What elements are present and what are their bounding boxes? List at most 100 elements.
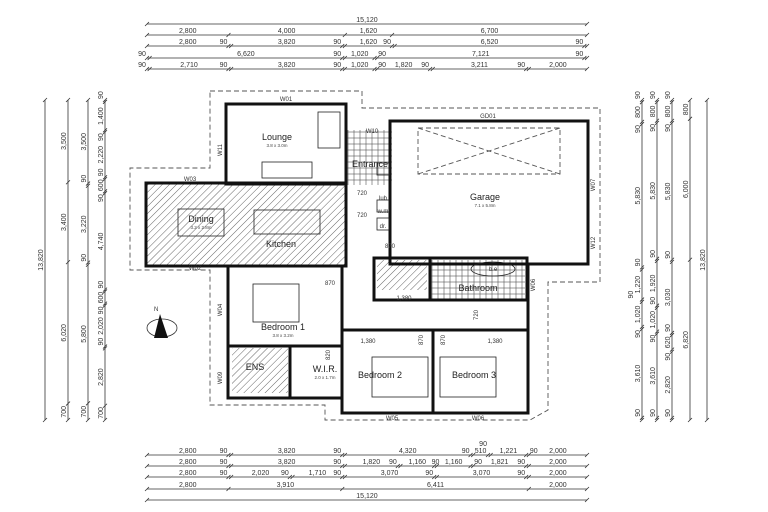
dimension-label: 5,830 xyxy=(665,183,672,201)
washing-machine-label: w.m xyxy=(377,209,389,215)
dimension-tick xyxy=(526,66,532,72)
dimension-tick xyxy=(144,497,150,503)
dimension-label: 90 xyxy=(635,125,642,133)
dimension-tick xyxy=(65,179,71,185)
dimension-tick xyxy=(144,452,150,458)
bed-icon xyxy=(439,356,497,398)
dimension-label: 5,830 xyxy=(635,187,642,205)
dimension-label: 3,070 xyxy=(381,470,399,477)
dimension-tick xyxy=(584,21,590,27)
dimension-label: 4,000 xyxy=(278,28,296,35)
dimension-tick xyxy=(226,66,231,72)
dimension-tick xyxy=(639,417,645,423)
north-compass-icon: N xyxy=(146,307,178,338)
dimension-tick xyxy=(669,347,675,352)
dimension-tick xyxy=(523,474,529,480)
dimension-tick xyxy=(669,417,675,423)
dimension-tick xyxy=(144,55,150,61)
dimension-tick xyxy=(582,55,587,61)
dimension-label: 2,800 xyxy=(179,482,197,489)
dimension-tick xyxy=(342,55,348,61)
dimension-label: 1,220 xyxy=(635,276,642,294)
dimension-label: 1,160 xyxy=(445,459,463,466)
dimension-tick xyxy=(584,66,590,72)
roof-outline xyxy=(129,90,601,421)
window-w06: W06 xyxy=(472,416,485,422)
dimension-tick xyxy=(639,267,645,272)
dimension-tick xyxy=(339,66,345,72)
window-w12: W12 xyxy=(591,236,597,249)
dimension-label: 3,070 xyxy=(473,470,491,477)
dimension-label: 90 xyxy=(389,459,397,466)
dimension-tick xyxy=(430,66,436,72)
dimension-tick xyxy=(102,176,108,182)
dimension-label: 620 xyxy=(665,336,672,348)
dimension-tick xyxy=(102,190,108,196)
dimension-label: 15,120 xyxy=(356,17,378,24)
room-lounge: Lounge xyxy=(262,132,292,142)
dimension-tick xyxy=(431,474,437,480)
dimension-label: 90 xyxy=(220,62,228,69)
window-w06-side: W06 xyxy=(531,278,537,291)
fixture-icon xyxy=(376,162,390,176)
dimension-label: 6,820 xyxy=(683,331,690,349)
dimension-label: 90 xyxy=(333,459,341,466)
dimension-tick xyxy=(389,32,395,38)
bed-icon xyxy=(371,356,429,398)
dimension-label: 90 xyxy=(462,448,470,455)
dimension-tick xyxy=(434,474,440,480)
room-entrance: Entrance xyxy=(352,159,388,169)
dimension-tick xyxy=(228,43,234,49)
dimension-label: 13,820 xyxy=(38,249,45,271)
dimension-label: 90 xyxy=(665,251,672,259)
dimension-tick xyxy=(526,474,532,480)
dimension-label: 90 xyxy=(98,133,105,141)
dimension-tick xyxy=(85,97,91,103)
dimension-tick xyxy=(639,119,645,125)
dimension-label: 90 xyxy=(665,353,672,361)
dimension-label: 1,020 xyxy=(351,62,369,69)
dimension-label: 90 xyxy=(517,62,525,69)
dimension-tick xyxy=(470,452,476,458)
room-labels: Lounge 3.8 x 3.0m Dining 3.2 x 2.8m Kitc… xyxy=(188,132,500,380)
dimension-label: 3,211 xyxy=(471,62,488,69)
dimension-label: 90 xyxy=(650,250,657,258)
dimension-label: 90 xyxy=(635,330,642,338)
dimension-tick xyxy=(42,417,48,423)
dimension-tick xyxy=(339,474,345,480)
north-label: N xyxy=(154,307,158,313)
window-w09: W09 xyxy=(218,371,224,384)
dimension-tick xyxy=(147,55,152,61)
dimension-tick xyxy=(687,417,693,423)
dimension-tick xyxy=(584,497,590,503)
dimension-tick xyxy=(526,463,532,469)
bed-icon xyxy=(252,283,300,323)
dimension-tick xyxy=(374,66,380,72)
dimension-tick xyxy=(102,189,108,194)
dimension-tick xyxy=(389,43,395,49)
dimension-tick xyxy=(85,260,91,265)
dimension-tick xyxy=(687,116,693,122)
sofa-icon xyxy=(317,111,341,149)
dimension-tick xyxy=(639,121,645,127)
dimension-label: 90 xyxy=(98,194,105,202)
dimension-tick xyxy=(226,486,231,492)
dimension-label: 4,320 xyxy=(399,448,417,455)
dimension-label: 90 xyxy=(650,409,657,417)
dimension-label: 3,910 xyxy=(277,482,295,489)
dimension-tick xyxy=(639,326,645,332)
dimension-label: 90 xyxy=(576,39,584,46)
dimension-label: 90 xyxy=(628,291,635,299)
entrance-floor xyxy=(346,130,392,185)
dimension-tick xyxy=(102,344,108,349)
kitchen-island-icon xyxy=(253,209,321,235)
window-w02: W02 xyxy=(189,266,202,272)
dimension-label: 7,121 xyxy=(472,51,490,58)
dimension-tick xyxy=(584,55,590,61)
dimension-label: 2,000 xyxy=(549,482,567,489)
window-w01: W01 xyxy=(280,97,293,103)
dimension-tick xyxy=(582,43,587,49)
dimension-label: 90 xyxy=(665,124,672,132)
dimension-tick xyxy=(584,486,590,492)
